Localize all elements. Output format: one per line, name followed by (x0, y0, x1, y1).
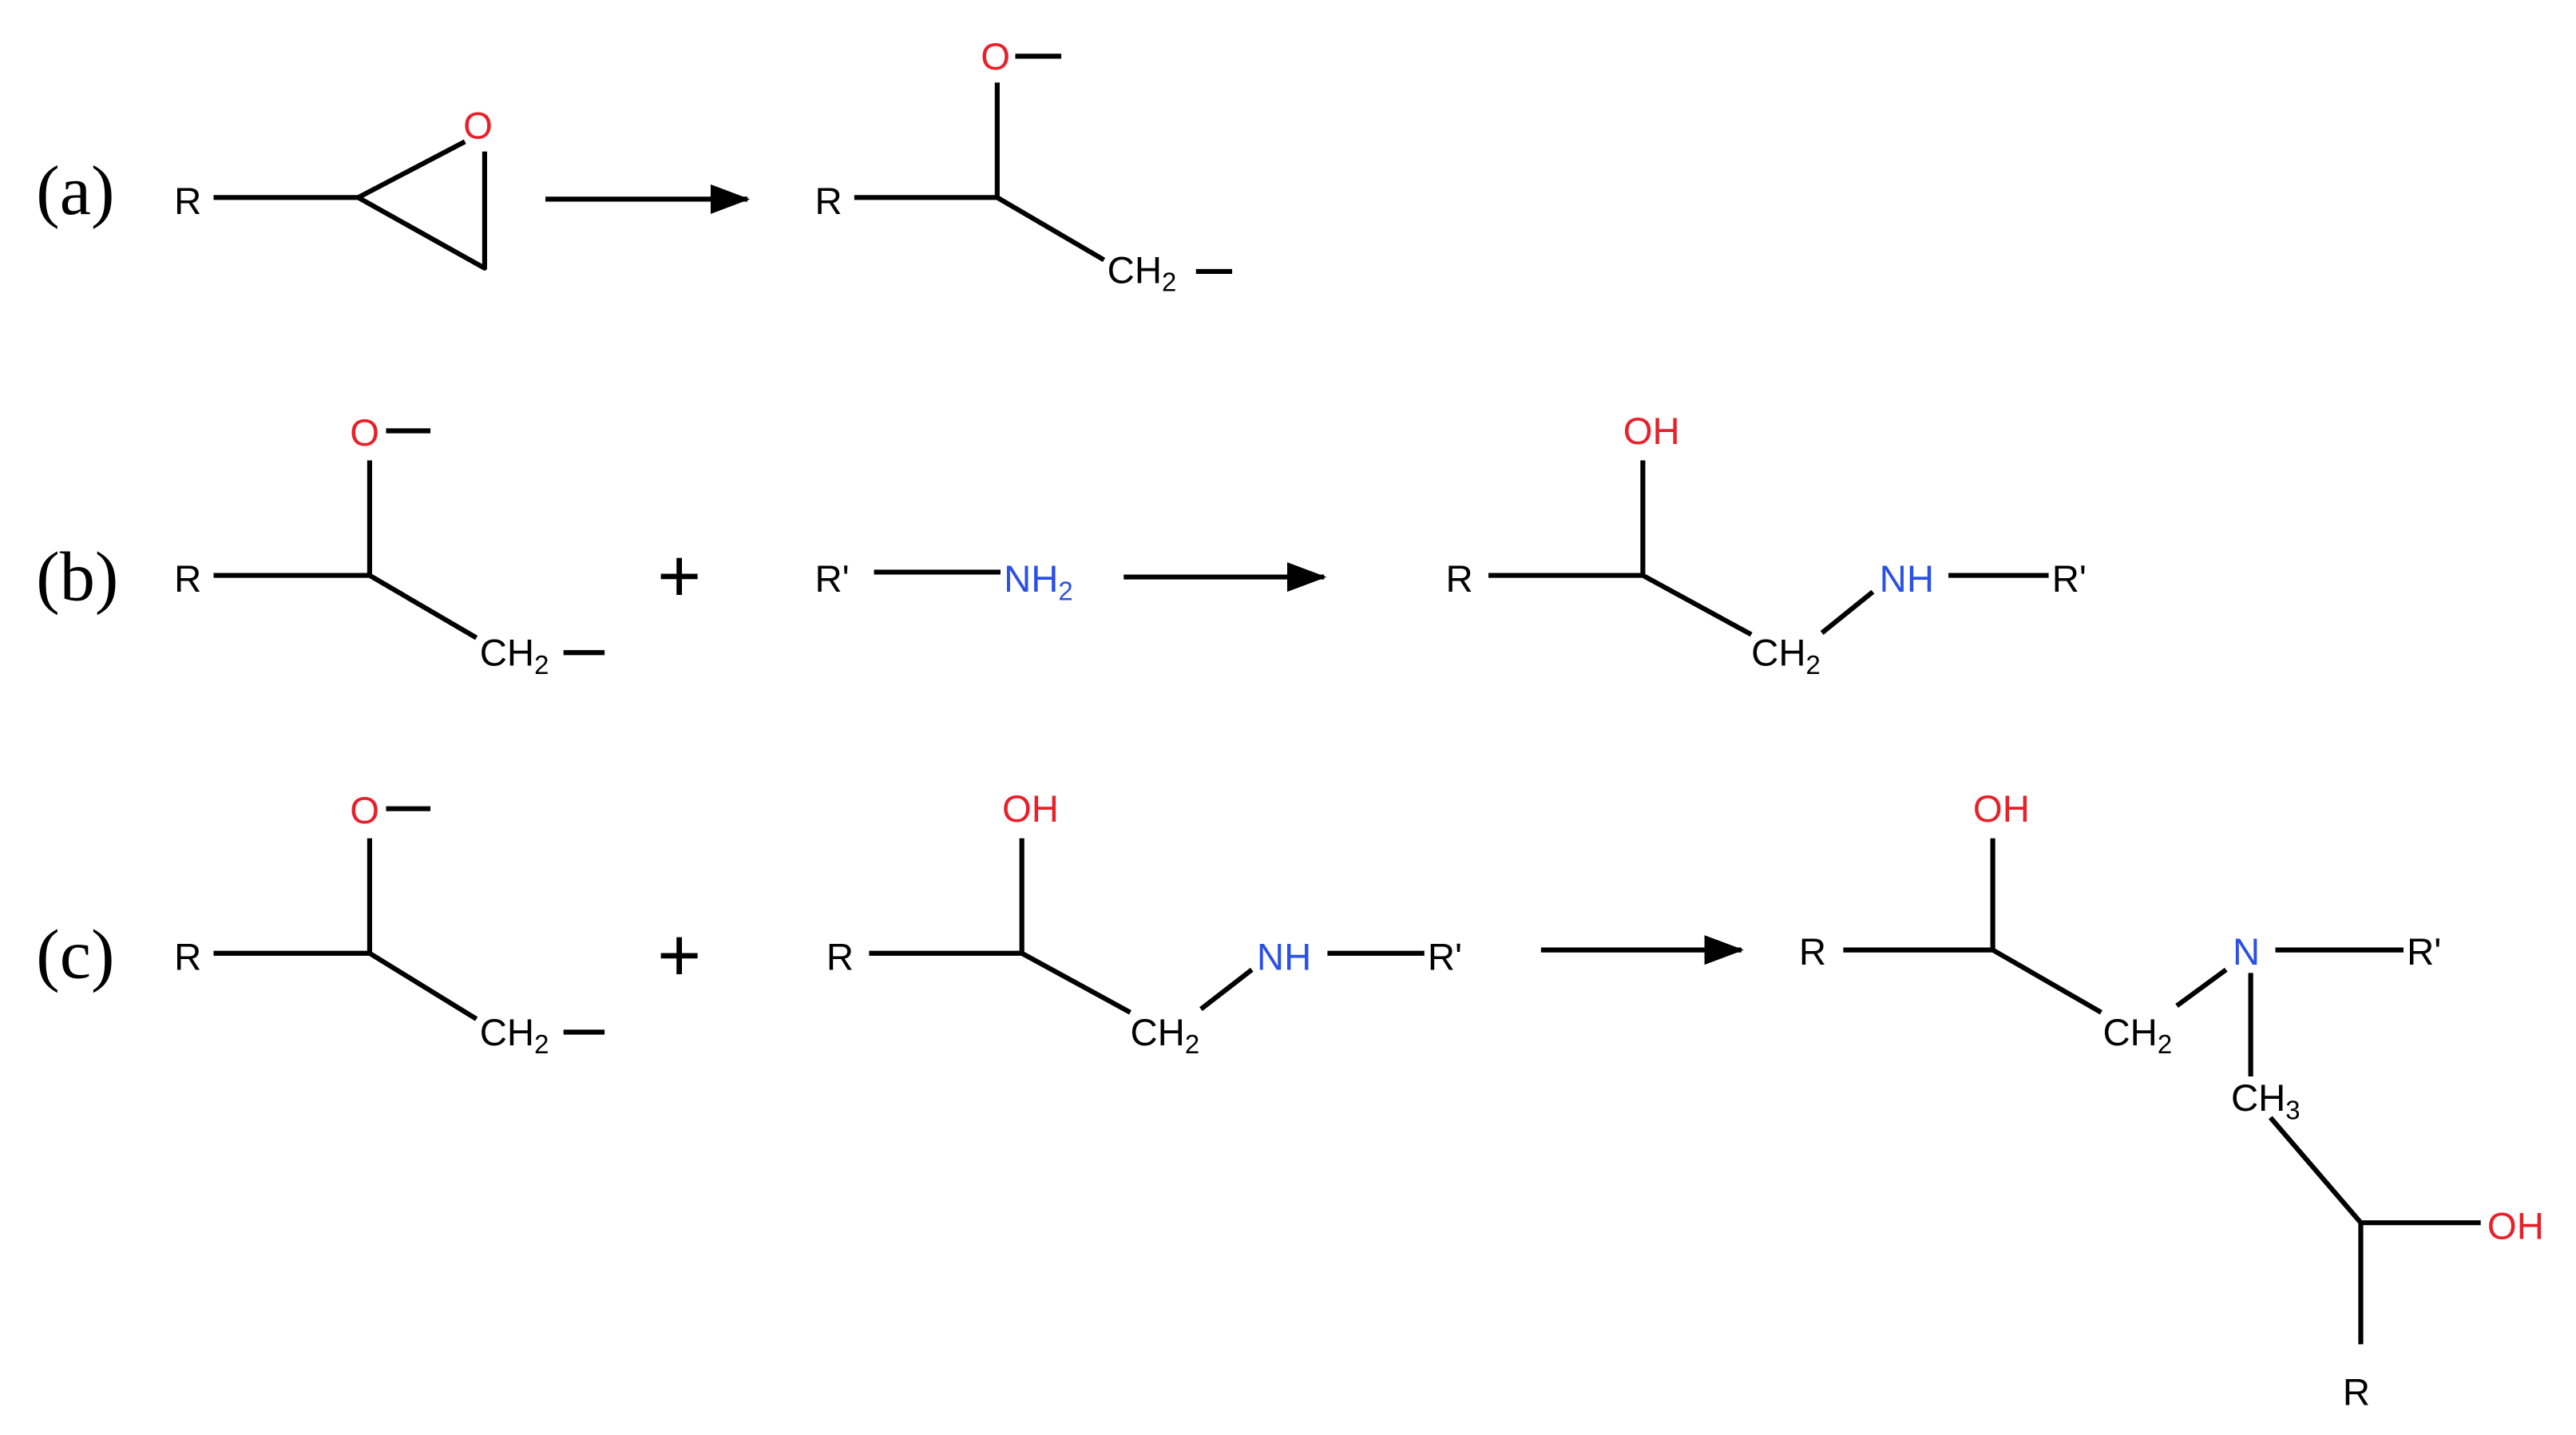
epoxide-reactant: R O (174, 105, 493, 271)
bond (1488, 460, 2049, 637)
bond (854, 54, 1233, 275)
opened-epoxide-reactant: R O CH2 (174, 412, 605, 680)
oxygen-atom: O (463, 105, 493, 147)
r-group: R (826, 936, 854, 978)
panel-b: (b) R O CH2 + R' NH2 R OH CH2 NH R' (36, 410, 2087, 680)
bond (1843, 838, 2481, 1345)
r-group: R (2343, 1372, 2370, 1414)
nh-group: NH (1880, 558, 1934, 601)
panel-c-label: (c) (36, 916, 114, 994)
r-group: R (174, 936, 201, 978)
opened-epoxide-product: R O CH2 (814, 36, 1233, 297)
opened-epoxide-reactant: R O CH2 (174, 790, 605, 1059)
secondary-amine-product: R OH CH2 NH R' (1446, 410, 2087, 680)
hydroxyl-group: OH (1623, 410, 1680, 453)
plus-sign: + (657, 914, 701, 998)
hydroxyl-group: OH (1973, 788, 2030, 830)
panel-a: (a) R O R O CH2 (36, 36, 1233, 297)
r-prime-group: R' (814, 558, 849, 601)
r-prime-group: R' (2407, 931, 2441, 973)
r-group: R (174, 558, 201, 601)
primary-amine: R' NH2 (814, 558, 1072, 605)
bond (213, 428, 605, 656)
r-group: R (814, 180, 842, 223)
plus-sign: + (657, 533, 701, 618)
secondary-amine-reactant: R OH CH2 NH R' (826, 788, 1462, 1059)
methylene-group: CH2 (1751, 632, 1821, 680)
amine-group: NH2 (1004, 558, 1073, 605)
oxygen-atom: O (350, 412, 379, 454)
methylene-group: CH2 (480, 1012, 549, 1059)
oxygen-atom: O (981, 36, 1010, 78)
hydroxyl-group: OH (2487, 1206, 2544, 1248)
methylene-group: CH2 (1108, 249, 1177, 296)
panel-c: (c) R O CH2 + R OH CH2 NH R' R OH CH2 N … (36, 788, 2544, 1413)
hydroxyl-group: OH (1002, 788, 1059, 830)
nitrogen-atom: N (2233, 931, 2260, 973)
r-prime-group: R' (2052, 558, 2087, 601)
bond (869, 838, 1425, 1015)
methylene-group: CH2 (2102, 1012, 2172, 1059)
r-prime-group: R' (1428, 936, 1462, 978)
methylene-group: CH2 (480, 632, 549, 680)
r-group: R (1799, 931, 1826, 973)
methylene-group: CH2 (1130, 1012, 1199, 1059)
methyl-group: CH3 (2231, 1077, 2301, 1124)
bond (213, 139, 488, 271)
panel-a-label: (a) (36, 152, 114, 230)
bond (213, 806, 605, 1035)
panel-b-label: (b) (36, 537, 118, 616)
r-group: R (174, 180, 201, 223)
tertiary-amine-product: R OH CH2 N R' CH3 OH R (1799, 788, 2544, 1413)
oxygen-atom: O (350, 790, 379, 832)
nh-group: NH (1257, 936, 1311, 978)
r-group: R (1446, 558, 1473, 601)
